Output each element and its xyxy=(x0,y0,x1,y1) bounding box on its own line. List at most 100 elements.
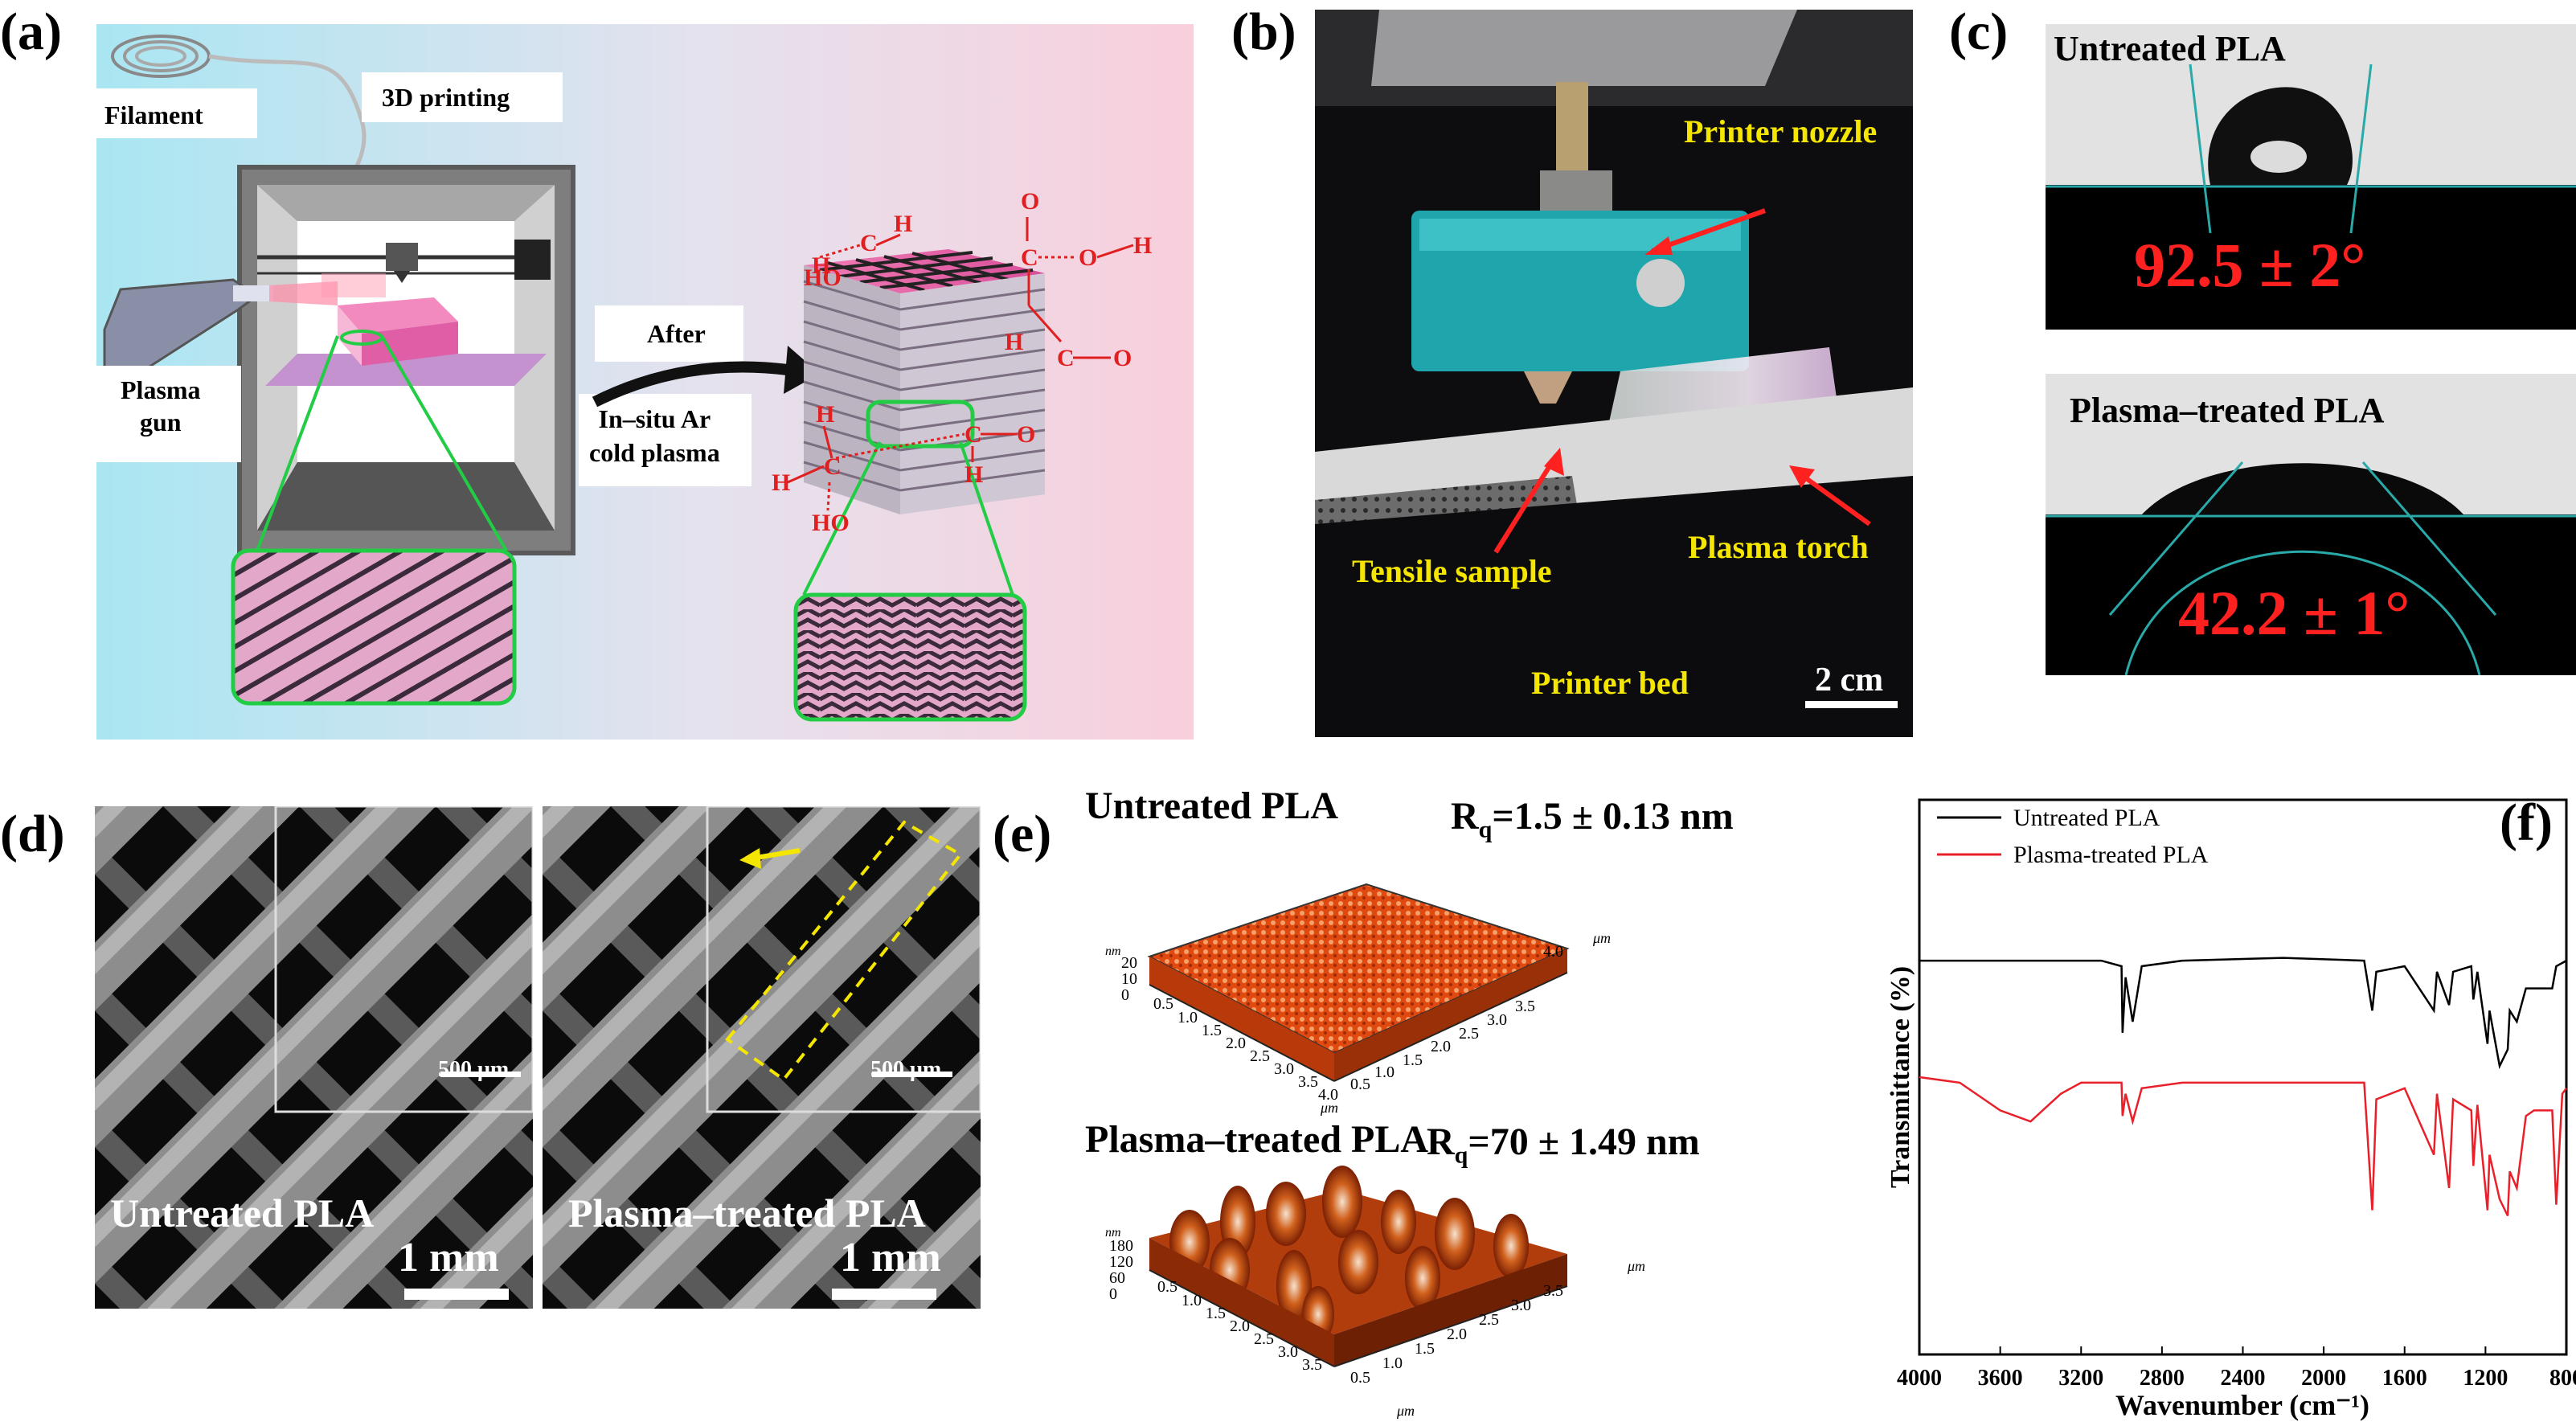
svg-text:2.5: 2.5 xyxy=(1459,1025,1479,1043)
svg-text:4.0: 4.0 xyxy=(1543,943,1563,961)
printer-nozzle-label: Printer nozzle xyxy=(1684,113,1878,150)
panel-a-label: (a) xyxy=(0,2,62,61)
svg-text:2.5: 2.5 xyxy=(1479,1311,1499,1329)
sem-untreated-photo xyxy=(95,806,533,1309)
legend-label-untreated: Untreated PLA xyxy=(2013,805,2160,831)
svg-text:C: C xyxy=(1021,244,1038,271)
sem-untreated-scale: 1 mm xyxy=(398,1235,499,1281)
svg-text:C: C xyxy=(964,421,982,448)
afm-treated-surface: 0.51.0 1.52.0 2.53.0 3.5 0.51.0 1.52.0 2… xyxy=(1149,1166,1568,1387)
panel-f-label: (f) xyxy=(2500,793,2553,852)
svg-text:3.5: 3.5 xyxy=(1515,998,1535,1015)
after-label: After xyxy=(647,319,706,348)
svg-text:0.5: 0.5 xyxy=(1153,995,1173,1013)
chart-legend: Untreated PLA Plasma-treated PLA xyxy=(1937,805,2209,868)
printed-cube xyxy=(338,297,458,334)
svg-text:2.5: 2.5 xyxy=(1254,1330,1274,1348)
panel-b-label: (b) xyxy=(1231,2,1296,61)
svg-text:H: H xyxy=(894,211,912,237)
x-tick-label: 800 xyxy=(2549,1366,2576,1391)
plasma-gun-icon xyxy=(103,278,338,379)
panel-a-illustration: H H C HO O C O H C O H C O H C H H HO xyxy=(96,24,1194,740)
afm-untreated-surface xyxy=(1147,883,1570,1082)
plasma-gun-label: Plasma gun xyxy=(121,375,201,436)
svg-text:3.5: 3.5 xyxy=(1543,1282,1563,1300)
svg-text:3.0: 3.0 xyxy=(1511,1297,1531,1314)
afm1-unit-um-x: μm xyxy=(1321,1100,1339,1116)
svg-text:4.0: 4.0 xyxy=(1318,1086,1338,1104)
svg-text:HO: HO xyxy=(812,510,850,536)
sem-treated-photo xyxy=(543,806,981,1309)
svg-text:2.0: 2.0 xyxy=(1226,1035,1246,1052)
insitu-label: In–situ Ar cold plasma xyxy=(589,404,720,467)
sem-untreated-inset-scale: 500 μm xyxy=(438,1057,510,1082)
svg-text:1.0: 1.0 xyxy=(1182,1292,1202,1309)
svg-text:C: C xyxy=(860,230,878,256)
afm-treated-rq: Rq=70 ± 1.49 nm xyxy=(1427,1121,1700,1169)
afm2-unit-nm: nm xyxy=(1105,1226,1121,1240)
afm1-axis-ticks: 0.51.0 1.52.0 2.53.0 3.54.0 0.51.0 1.52.… xyxy=(1153,943,1563,1104)
svg-text:C: C xyxy=(1057,345,1075,371)
svg-text:HO: HO xyxy=(804,264,842,291)
svg-text:1.0: 1.0 xyxy=(1177,1009,1198,1026)
svg-text:1.0: 1.0 xyxy=(1374,1063,1394,1081)
svg-text:1.5: 1.5 xyxy=(1415,1340,1435,1358)
svg-text:H: H xyxy=(772,469,790,496)
treated-surface-inset xyxy=(793,592,1027,722)
process-arrow-icon xyxy=(592,361,788,408)
svg-text:O: O xyxy=(1021,188,1039,215)
svg-text:2.0: 2.0 xyxy=(1230,1317,1250,1335)
afm-untreated-rq: Rq=1.5 ± 0.13 nm xyxy=(1451,795,1734,843)
panel-d-label: (d) xyxy=(0,805,65,863)
x-tick-label: 1600 xyxy=(2382,1366,2427,1391)
svg-text:2.0: 2.0 xyxy=(1447,1326,1467,1343)
svg-text:1.0: 1.0 xyxy=(1382,1354,1403,1372)
x-ticks: 40003600320028002400200016001200800 xyxy=(1897,1346,2576,1391)
svg-text:H: H xyxy=(816,401,834,428)
afm-treated-label: Plasma–treated PLA xyxy=(1085,1118,1429,1161)
svg-text:H: H xyxy=(1133,232,1152,259)
svg-text:1.5: 1.5 xyxy=(1403,1051,1423,1069)
svg-text:O: O xyxy=(1017,421,1035,448)
filament-label: Filament xyxy=(104,100,203,129)
svg-text:H: H xyxy=(812,252,830,279)
sem-treated-label: Plasma–treated PLA xyxy=(568,1190,926,1235)
x-tick-label: 2400 xyxy=(2221,1366,2266,1391)
scale-bar xyxy=(1805,701,1898,708)
x-tick-label: 2000 xyxy=(2301,1366,2346,1391)
legend-label-treated: Plasma-treated PLA xyxy=(2013,842,2209,868)
afm2-unit-um-x: μm xyxy=(1397,1403,1415,1419)
afm2-unit-um-y: μm xyxy=(1628,1258,1646,1274)
panel-c-label: (c) xyxy=(1949,2,2009,61)
svg-text:0.5: 0.5 xyxy=(1350,1369,1370,1387)
svg-text:3.0: 3.0 xyxy=(1274,1060,1294,1078)
svg-text:3.5: 3.5 xyxy=(1302,1356,1322,1374)
printer-bed-label: Printer bed xyxy=(1531,665,1689,701)
svg-text:3.0: 3.0 xyxy=(1278,1343,1298,1361)
x-tick-label: 1200 xyxy=(2463,1366,2508,1391)
x-tick-label: 3200 xyxy=(2058,1366,2103,1391)
sem-treated-inset-scale: 500 μm xyxy=(870,1057,942,1082)
plasma-torch-label: Plasma torch xyxy=(1688,529,1869,565)
contact-angle-untreated-photo xyxy=(2046,24,2576,330)
svg-text:3.5: 3.5 xyxy=(1298,1073,1318,1091)
svg-text:H: H xyxy=(1005,329,1023,355)
afm1-unit-nm: nm xyxy=(1105,945,1121,958)
x-axis-label: Wavenumber (cm⁻¹) xyxy=(2115,1389,2369,1421)
y-axis-label: Transmittance (%) xyxy=(1886,966,1915,1188)
svg-text:O: O xyxy=(1113,345,1132,371)
contact-angle-untreated: 92.5 ± 2° xyxy=(2134,230,2366,300)
series-untreated-line xyxy=(1919,957,2567,1070)
tensile-sample-label: Tensile sample xyxy=(1352,553,1552,589)
svg-text:0.5: 0.5 xyxy=(1350,1076,1370,1093)
scale-bar-label: 2 cm xyxy=(1815,662,1884,699)
contact-untreated-label: Untreated PLA xyxy=(2054,29,2286,68)
x-tick-label: 2800 xyxy=(2140,1366,2185,1391)
svg-text:3.0: 3.0 xyxy=(1487,1011,1507,1029)
untreated-surface-inset xyxy=(231,548,517,706)
svg-text:2.5: 2.5 xyxy=(1250,1047,1270,1065)
sem-treated-scale: 1 mm xyxy=(840,1235,941,1281)
series-treated-line xyxy=(1919,1076,2568,1217)
